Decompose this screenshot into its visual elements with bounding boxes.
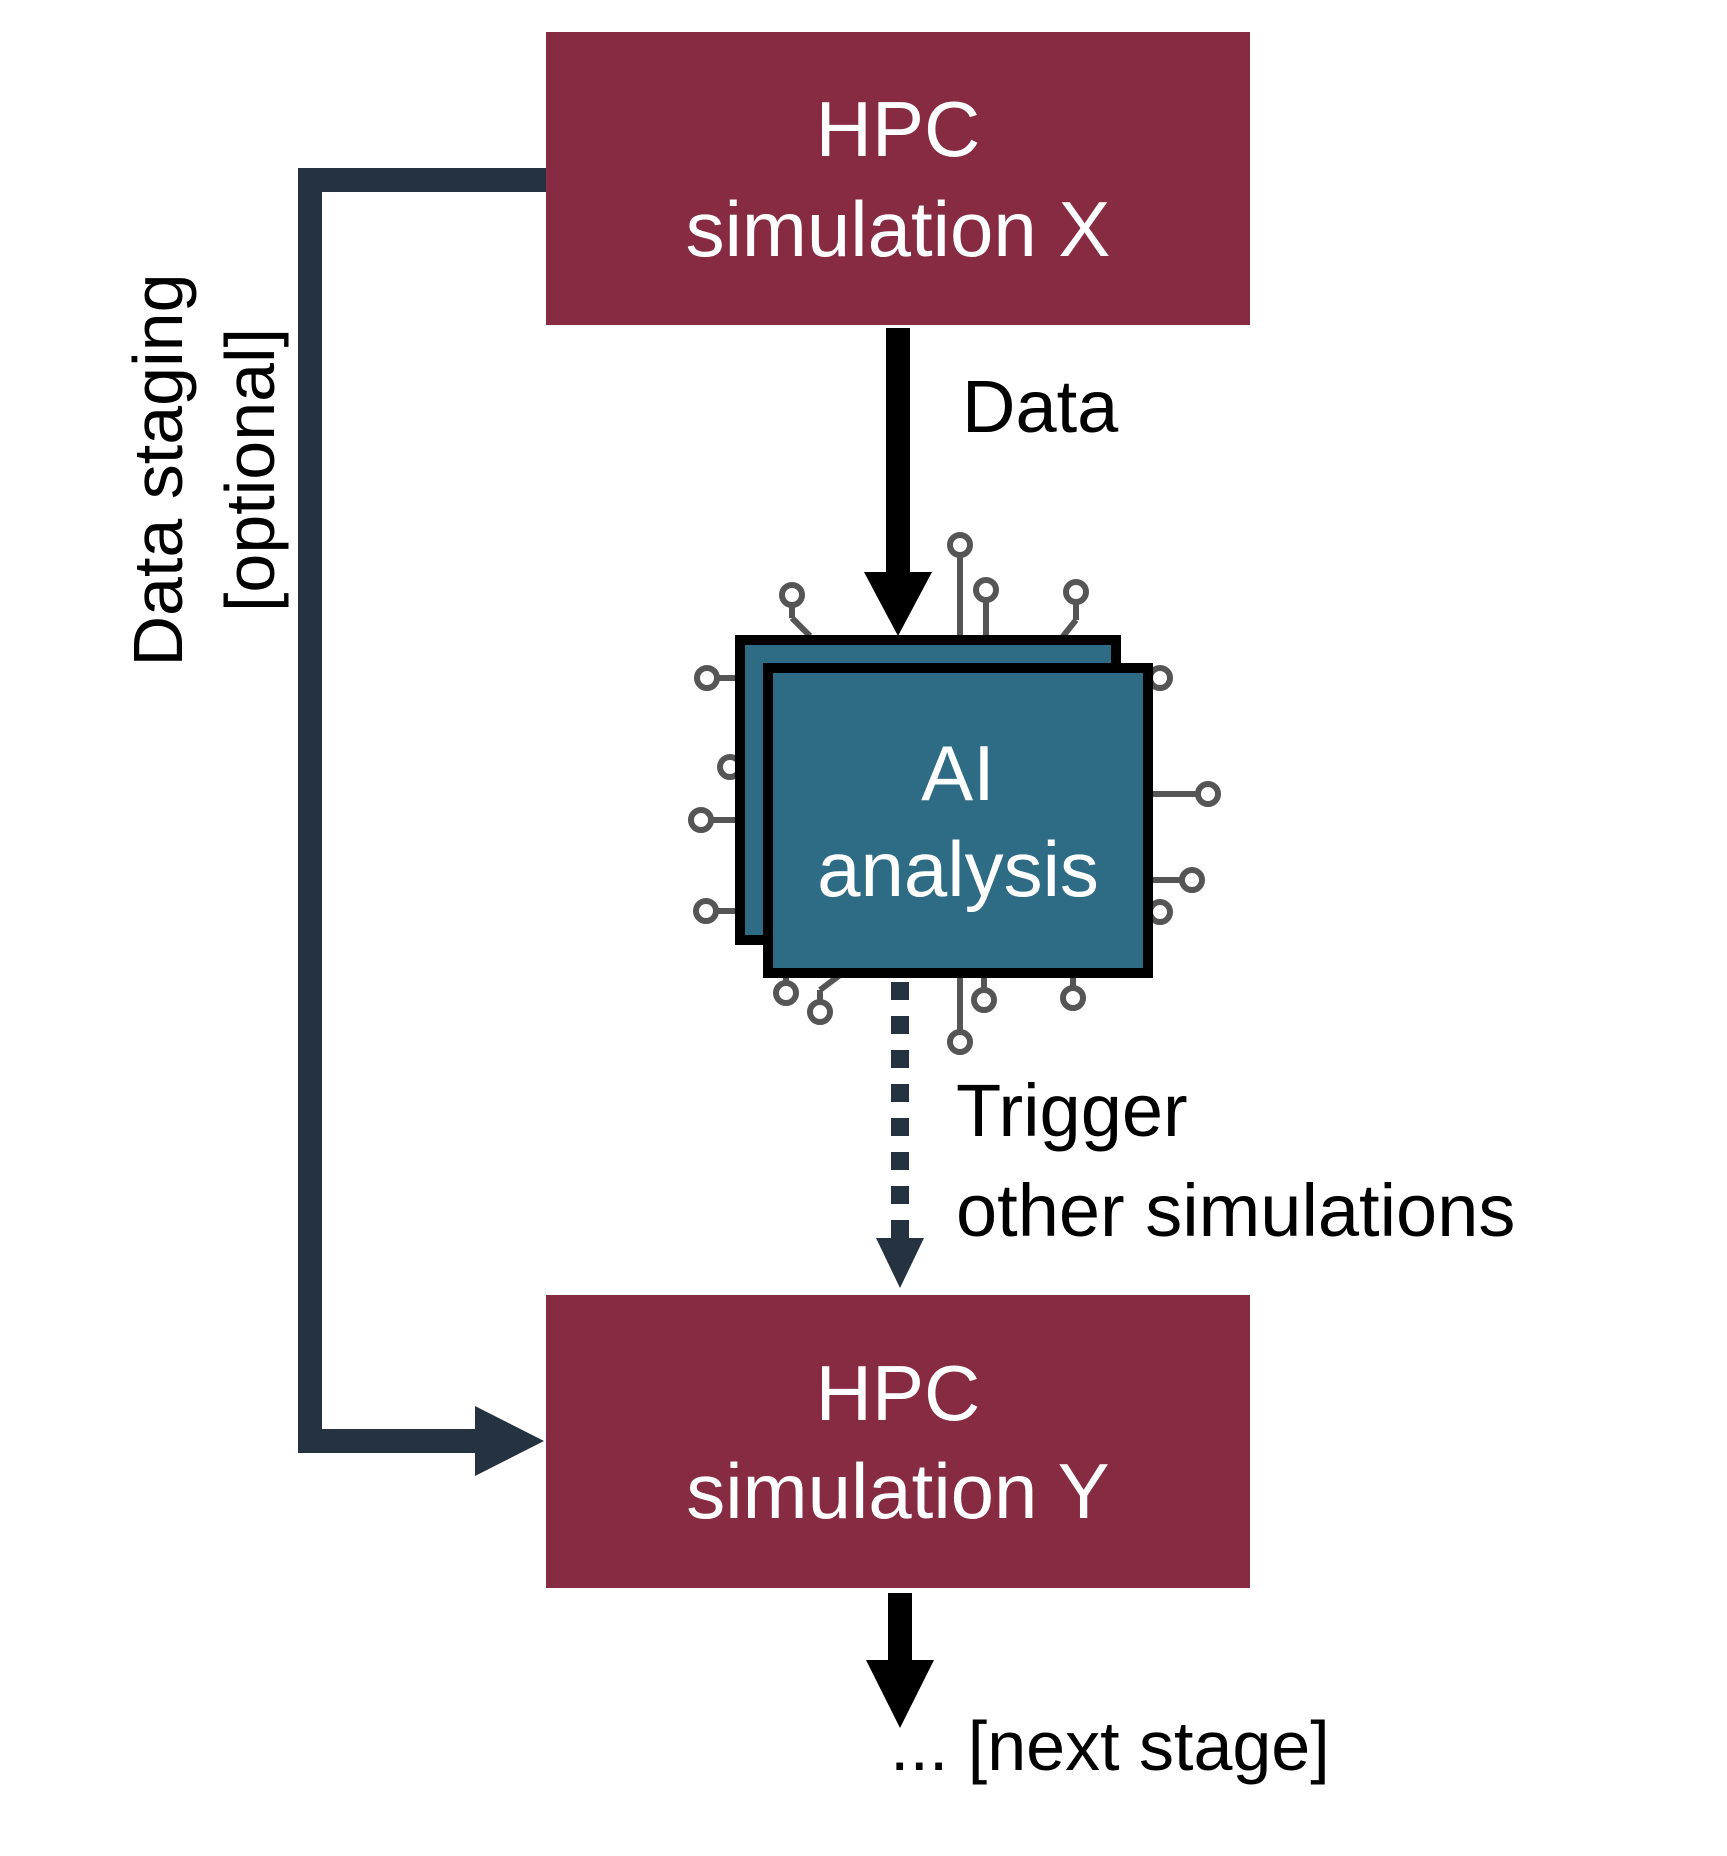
data-staging-arrowhead [475, 1406, 544, 1476]
data-staging-label-line1: Data staging [119, 273, 197, 666]
trigger-arrow [876, 982, 924, 1288]
hpc-y-line2: simulation Y [686, 1447, 1109, 1535]
data-staging-label: Data staging [optional] [119, 273, 289, 666]
hpc-simulation-x-box: HPC simulation X [546, 32, 1250, 325]
next-stage-label: ... [next stage] [890, 1707, 1330, 1785]
hpc-x-line2: simulation X [686, 185, 1111, 273]
data-staging-label-line2: [optional] [211, 328, 289, 612]
hpc-y-line1: HPC [816, 1349, 981, 1437]
hpc-x-line1: HPC [816, 85, 981, 173]
ai-line1: AI [921, 729, 995, 817]
hpc-simulation-y-box: HPC simulation Y [546, 1295, 1250, 1588]
trigger-label-line1: Trigger [956, 1069, 1188, 1152]
data-staging-connector [298, 168, 546, 1453]
data-arrow [864, 328, 932, 636]
next-stage-arrow [866, 1593, 934, 1728]
ai-line2: analysis [817, 825, 1099, 913]
data-label: Data [962, 365, 1119, 448]
trigger-label-line2: other simulations [956, 1169, 1515, 1252]
ai-analysis-box: AI analysis [735, 635, 1153, 978]
